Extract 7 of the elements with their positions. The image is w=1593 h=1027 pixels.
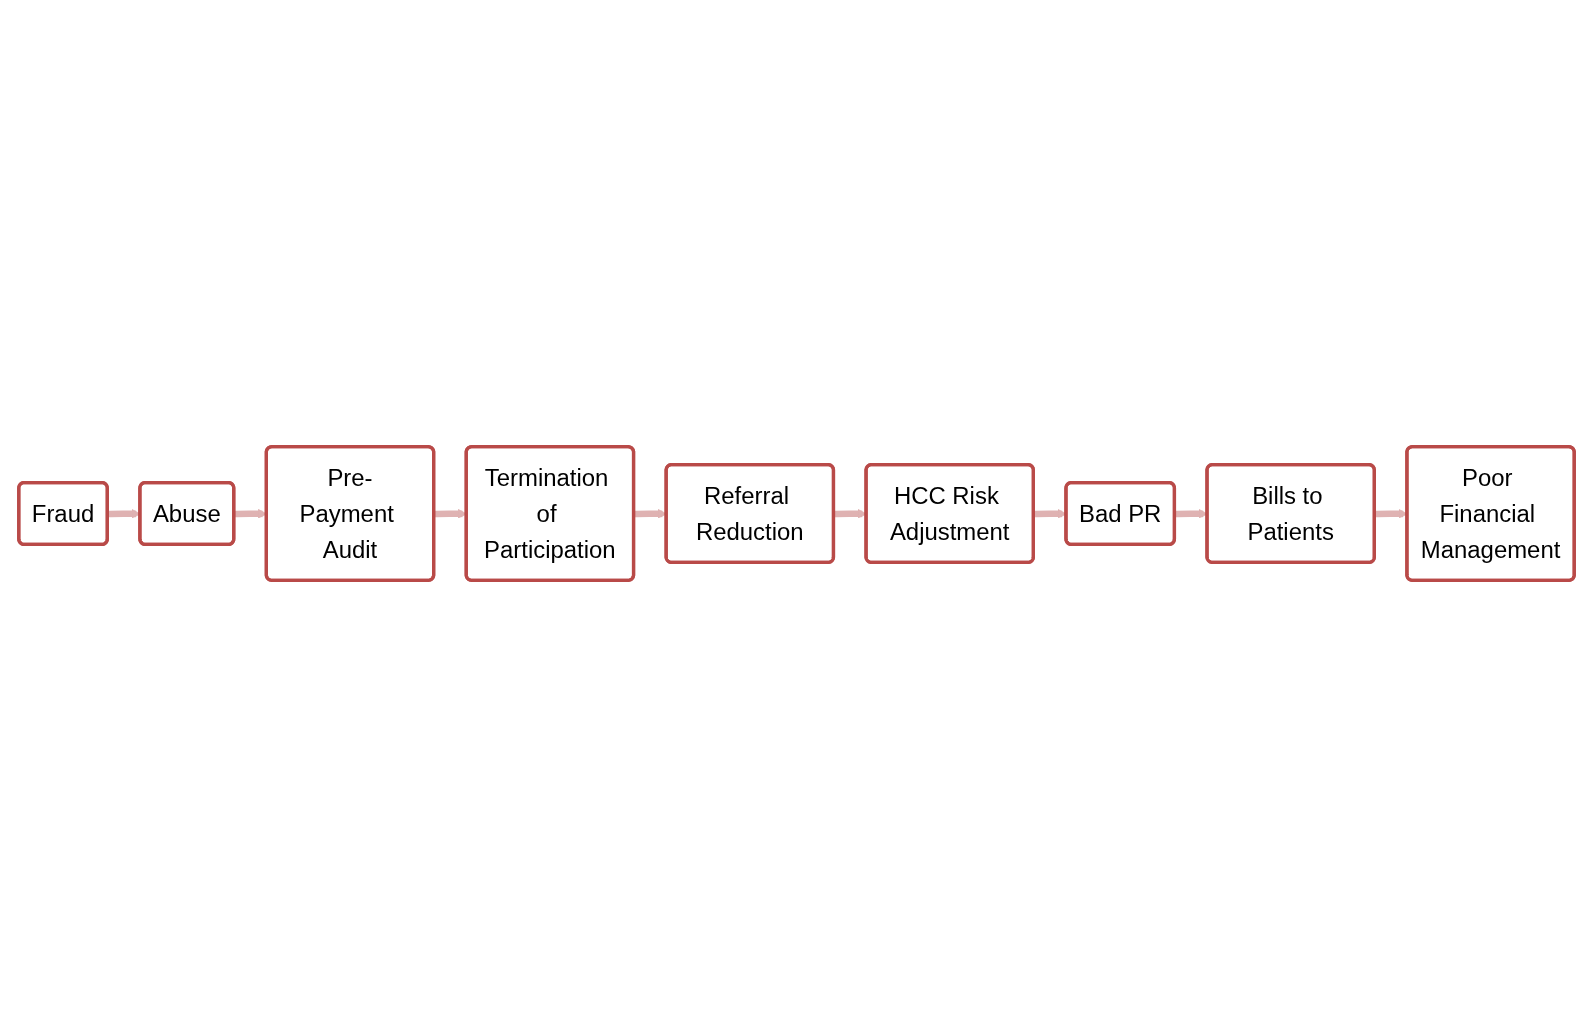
- arrow: [1374, 509, 1408, 519]
- arrow: [633, 509, 668, 519]
- arrow: [233, 509, 268, 519]
- arrow: [433, 509, 468, 519]
- arrow: [1174, 509, 1208, 519]
- arrow: [107, 509, 141, 519]
- arrow: [1033, 509, 1067, 519]
